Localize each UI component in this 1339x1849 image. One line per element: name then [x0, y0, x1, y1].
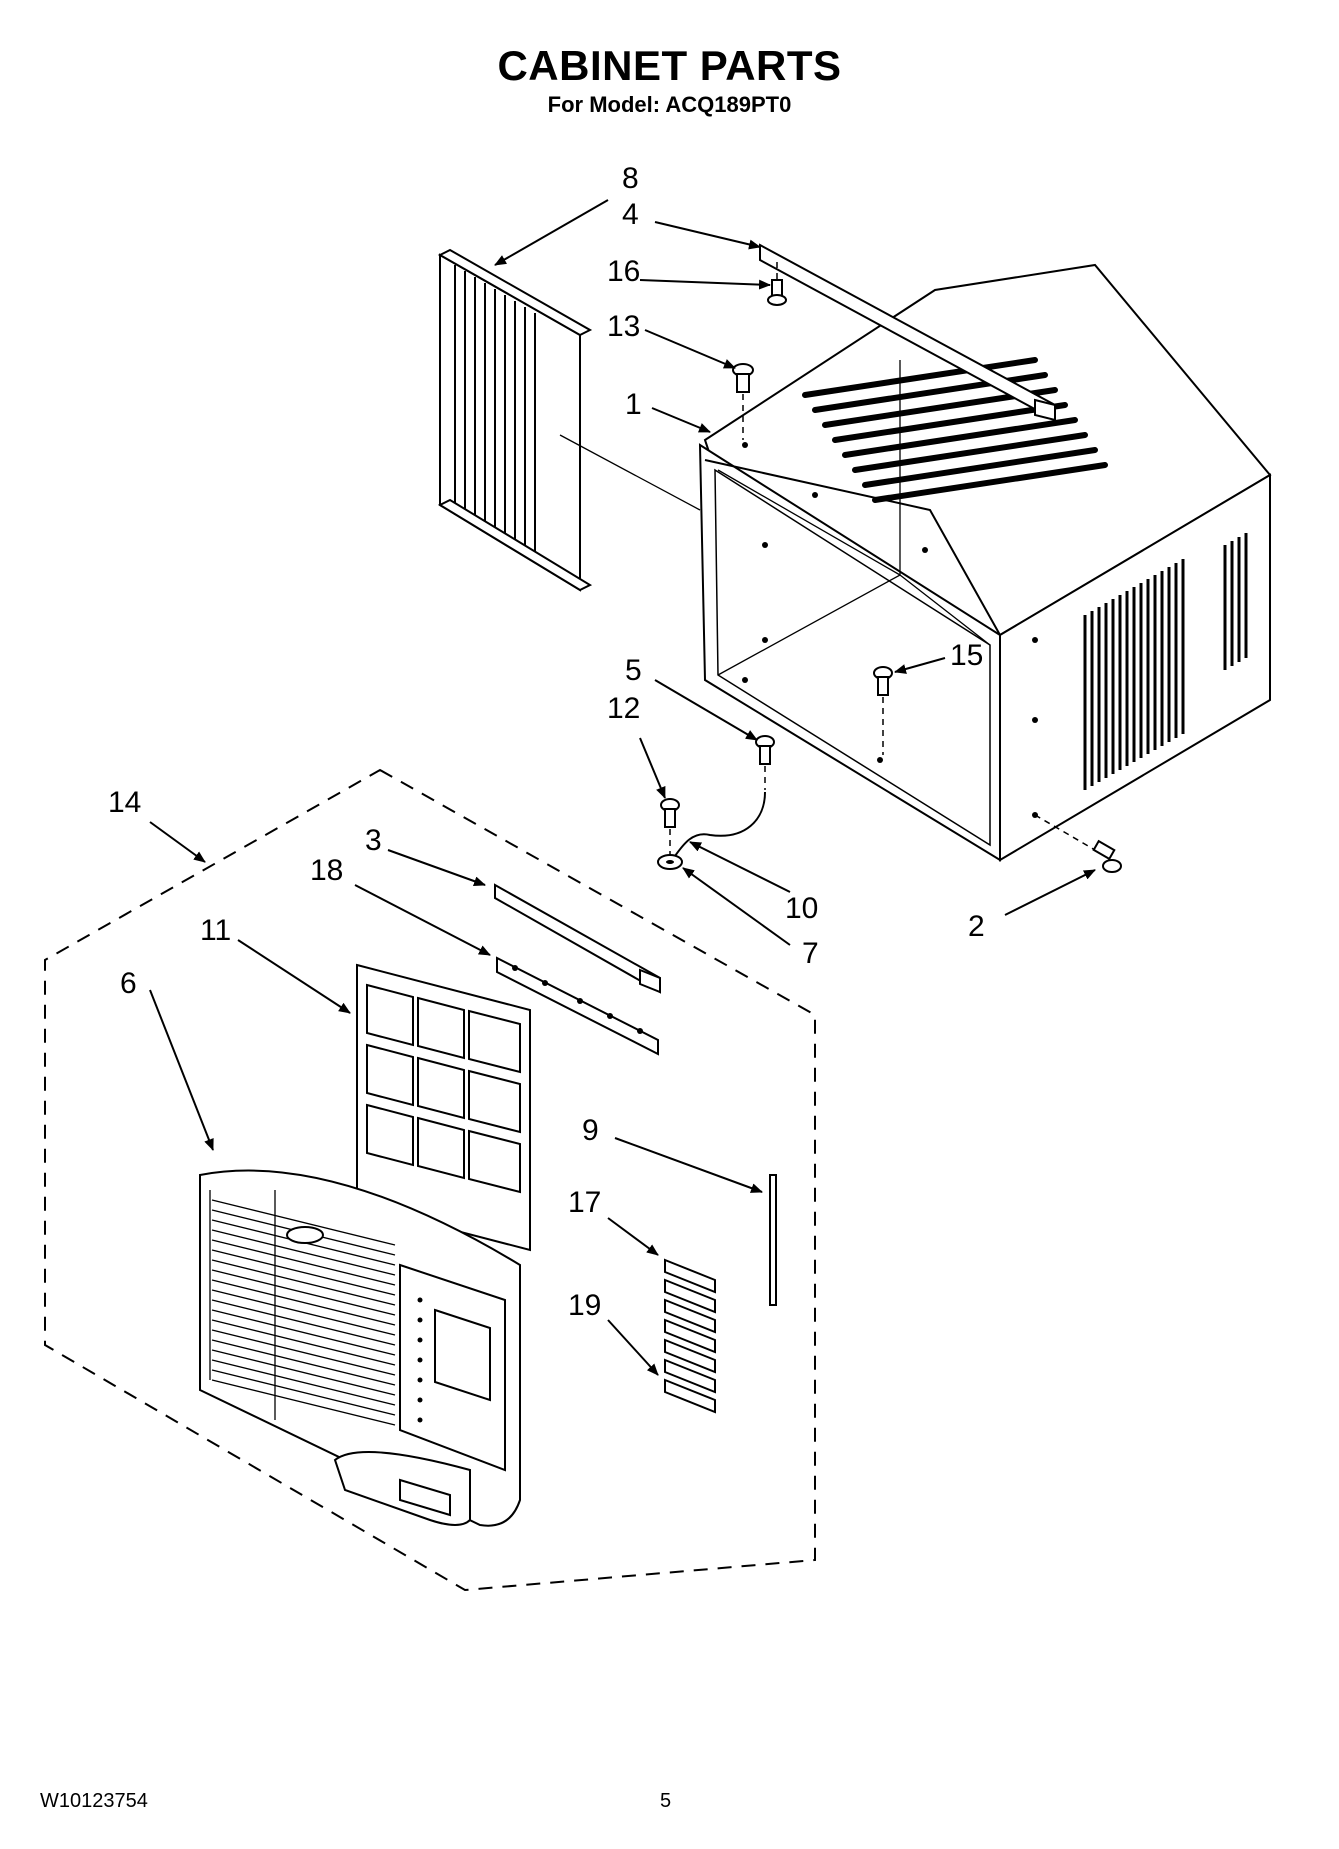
callout-11: 11: [200, 914, 231, 947]
top-rail: [494, 883, 661, 994]
top-channel: [759, 243, 1056, 422]
callout-15: 15: [950, 639, 983, 672]
callout-3: 3: [365, 824, 382, 857]
filter-rail: [496, 956, 659, 1056]
screw-12: [660, 798, 680, 855]
page-number: 5: [660, 1790, 672, 1812]
model-subtitle: For Model: ACQ189PT0: [547, 92, 792, 117]
screw-5: [755, 735, 775, 790]
air-filter: [356, 963, 531, 1252]
callout-labels: 8 4 16 13 1 15 5 12 10 7 2 14 3 18 11 6 …: [108, 162, 985, 1322]
callout-9: 9: [582, 1114, 599, 1147]
screw-2: [1034, 814, 1122, 873]
callout-18: 18: [310, 854, 343, 887]
callout-1: 1: [625, 388, 642, 421]
front-grille-panel: [199, 1169, 521, 1527]
callout-13: 13: [607, 310, 640, 343]
callout-10: 10: [785, 892, 818, 925]
label-stack: [664, 1258, 716, 1414]
screw-13: [732, 363, 754, 440]
callout-2: 2: [968, 910, 985, 943]
callout-4: 4: [622, 198, 639, 231]
callout-16: 16: [607, 255, 640, 288]
callout-5: 5: [625, 654, 642, 687]
ground-wire: [657, 791, 766, 870]
callout-12: 12: [607, 692, 640, 725]
callout-14: 14: [108, 786, 141, 819]
callout-19: 19: [568, 1289, 601, 1322]
callout-8: 8: [622, 162, 639, 195]
callout-17: 17: [568, 1186, 601, 1219]
page-title: CABINET PARTS: [497, 42, 842, 89]
callout-6: 6: [120, 967, 137, 1000]
document-number: W10123754: [40, 1790, 148, 1812]
screw-16: [767, 262, 787, 306]
callout-7: 7: [802, 937, 819, 970]
callout-leaders: [149, 199, 1096, 1376]
cabinet-wrapper: [698, 263, 1272, 862]
front-panel-assembly-boundary: [44, 768, 816, 1592]
screw-15: [873, 666, 893, 755]
side-curtain: [437, 248, 701, 592]
vertical-strip: [769, 1174, 777, 1306]
